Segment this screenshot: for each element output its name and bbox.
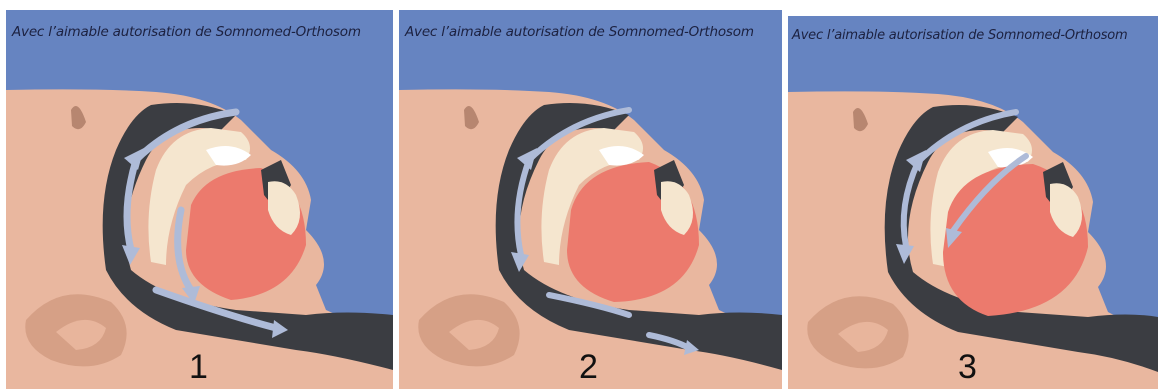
panel-1: Avec l’aimable autorisation de Somnomed-… <box>6 10 393 389</box>
airway-illustration-2 <box>399 10 782 389</box>
airway-illustration-1 <box>6 10 393 389</box>
panel-3: Avec l’aimable autorisation de Somnomed-… <box>788 16 1158 389</box>
airway-illustration-3 <box>788 16 1158 389</box>
panel-2: Avec l’aimable autorisation de Somnomed-… <box>399 10 782 389</box>
credit-caption: Avec l’aimable autorisation de Somnomed-… <box>405 24 754 40</box>
panel-number: 1 <box>189 348 208 387</box>
panel-number: 3 <box>958 348 977 387</box>
panel-number: 2 <box>579 348 598 387</box>
credit-caption: Avec l’aimable autorisation de Somnomed-… <box>12 24 361 40</box>
credit-caption: Avec l’aimable autorisation de Somnomed-… <box>792 28 1128 43</box>
